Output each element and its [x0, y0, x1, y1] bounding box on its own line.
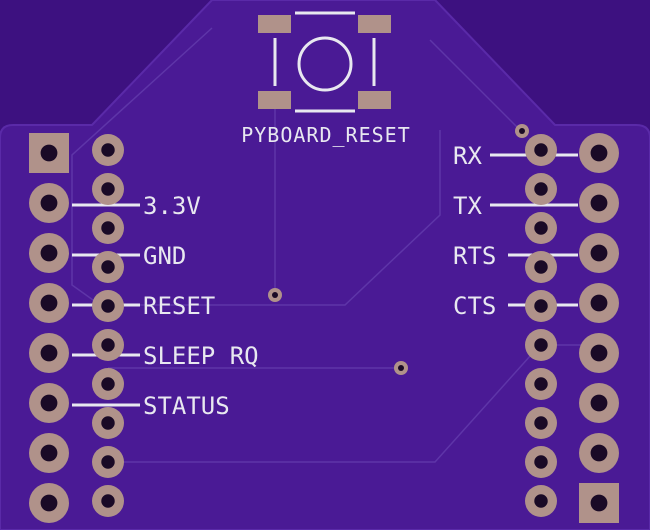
left-inner-pin-6 — [92, 329, 124, 361]
right-inner-pin-4 — [525, 251, 557, 283]
left-header-pin-4 — [29, 283, 69, 323]
right-inner-pin-5 — [525, 290, 557, 322]
label-reset: RESET — [143, 292, 215, 320]
right-inner-pin-6 — [525, 329, 557, 361]
right-inner-pin-9 — [525, 446, 557, 478]
right-header-pin-4 — [579, 283, 619, 323]
left-inner-pin-10 — [92, 485, 124, 517]
left-header-pin-5 — [29, 333, 69, 373]
left-header-pin-8 — [29, 483, 69, 523]
label-tx: TX — [453, 192, 482, 220]
right-inner-pin-7 — [525, 368, 557, 400]
right-header-pin-3 — [579, 233, 619, 273]
label-status: STATUS — [143, 392, 230, 420]
left-inner-pin-3 — [92, 212, 124, 244]
right-header-pin-8 — [579, 483, 619, 523]
right-header-pin-2 — [579, 183, 619, 223]
button-pad-bl — [258, 91, 291, 109]
button-pad-br — [358, 91, 391, 109]
left-header-pin-6 — [29, 383, 69, 423]
right-inner-pin-8 — [525, 407, 557, 439]
left-header-pin-7 — [29, 433, 69, 473]
via-icon — [268, 288, 282, 302]
left-inner-pin-5 — [92, 290, 124, 322]
button-pad-tr — [358, 15, 391, 33]
label-gnd: GND — [143, 242, 186, 270]
label-rts: RTS — [453, 242, 496, 270]
left-inner-pin-8 — [92, 407, 124, 439]
right-pin-labels: RX TX RTS CTS — [453, 142, 496, 320]
vias — [268, 124, 529, 375]
left-header-pin-1 — [29, 133, 69, 173]
label-cts: CTS — [453, 292, 496, 320]
label-sleep-rq: SLEEP RQ — [143, 342, 259, 370]
left-inner-pin-9 — [92, 446, 124, 478]
left-inner-pin-4 — [92, 251, 124, 283]
right-header-pin-7 — [579, 433, 619, 473]
button-label: PYBOARD_RESET — [241, 123, 411, 147]
via-icon — [394, 361, 408, 375]
left-inner-pin-2 — [92, 173, 124, 205]
label-rx: RX — [453, 142, 482, 170]
right-header-pin-1 — [579, 133, 619, 173]
trace-bottom — [108, 344, 600, 463]
via-icon — [515, 124, 529, 138]
header-pins — [29, 133, 619, 523]
button-pad-tl — [258, 15, 291, 33]
right-inner-pin-2 — [525, 173, 557, 205]
trace-right-top — [429, 39, 521, 131]
right-inner-pin-1 — [525, 134, 557, 166]
pyboard-reset-button[interactable]: PYBOARD_RESET — [241, 11, 411, 147]
label-3v3: 3.3V — [143, 192, 201, 220]
left-header-pin-2 — [29, 183, 69, 223]
right-header-pin-5 — [579, 333, 619, 373]
left-pin-labels: 3.3V GND RESET SLEEP RQ STATUS — [143, 192, 259, 420]
tactile-switch-icon — [273, 11, 376, 113]
left-inner-pin-7 — [92, 368, 124, 400]
right-inner-pin-3 — [525, 212, 557, 244]
right-header-pin-6 — [579, 383, 619, 423]
left-header-pin-3 — [29, 233, 69, 273]
left-inner-pin-1 — [92, 134, 124, 166]
right-inner-pin-10 — [525, 485, 557, 517]
